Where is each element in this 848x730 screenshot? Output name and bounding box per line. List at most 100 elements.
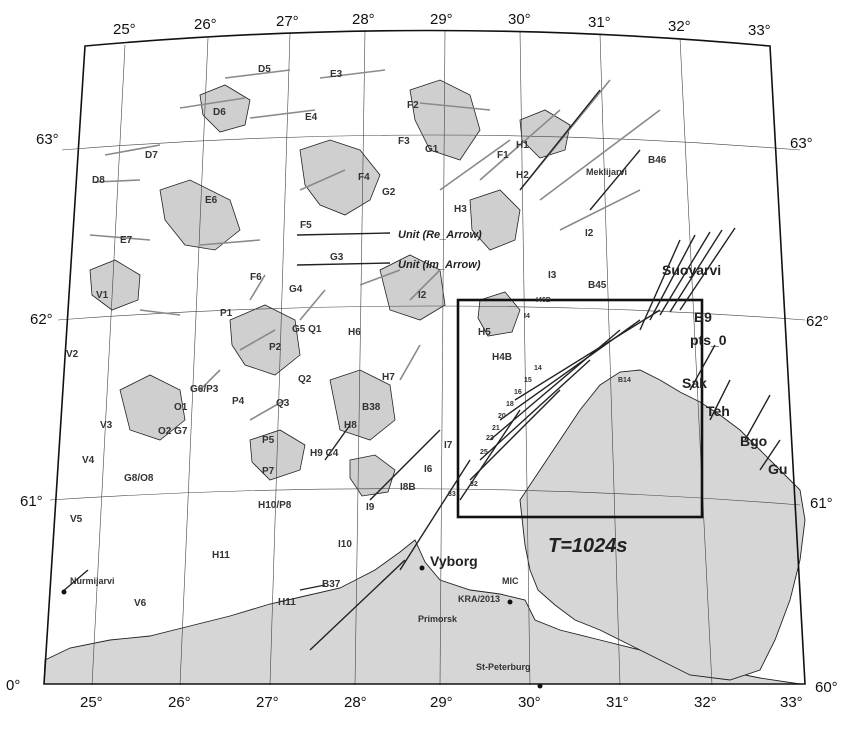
site-label: V1 bbox=[96, 290, 109, 301]
lake bbox=[199, 84, 251, 133]
site-label: I6 bbox=[424, 464, 433, 475]
site-label: G6/P3 bbox=[190, 384, 219, 395]
cities: Vyborg St-Peterburg Primorsk Nurmijarvi … bbox=[61, 167, 721, 689]
site-label: H4B bbox=[492, 352, 512, 363]
lake bbox=[159, 179, 241, 251]
lon-tick-top: 32° bbox=[668, 18, 691, 35]
site-label: F5 bbox=[300, 220, 312, 231]
lake bbox=[349, 454, 396, 497]
site-label: D6 bbox=[213, 107, 226, 118]
site-label: G5 Q1 bbox=[292, 324, 322, 335]
lake-ladoga bbox=[519, 369, 806, 681]
lon-tick-top: 33° bbox=[748, 22, 771, 39]
lon-tick-top: 31° bbox=[588, 14, 611, 31]
site-label: E6 bbox=[205, 195, 218, 206]
lat-tick-left: 61° bbox=[20, 493, 43, 510]
legend-im-label: Unit (Im_Arrow) bbox=[398, 259, 481, 271]
lon-tick-top: 25° bbox=[113, 21, 136, 38]
site-label: E4 bbox=[305, 112, 318, 123]
lake bbox=[519, 109, 571, 159]
site-label: 18 bbox=[506, 401, 514, 408]
city-primorsk: Primorsk bbox=[418, 614, 458, 624]
site-label: G1 bbox=[425, 144, 439, 155]
legend-re-label: Unit (Re_Arrow) bbox=[398, 229, 482, 241]
site-label: 23 bbox=[486, 435, 494, 442]
lon-ticks-top: 25° 26° 27° 28° 29° 30° 31° 32° 33° bbox=[113, 11, 771, 39]
city-kra: KRA/2013 bbox=[458, 594, 500, 604]
site-label: B37 bbox=[322, 579, 341, 590]
site-label: I10 bbox=[338, 539, 352, 550]
site-label: Sak bbox=[682, 375, 707, 391]
site-label: F3 bbox=[398, 136, 410, 147]
site-label: F2 bbox=[407, 100, 419, 111]
city-vyborg: Vyborg bbox=[430, 553, 478, 569]
site-label: 33 bbox=[448, 491, 456, 498]
site-label: H11 bbox=[278, 597, 296, 608]
period-label: T=1024s bbox=[548, 535, 628, 557]
site-label: B14 bbox=[618, 377, 631, 384]
city-mic: MIC bbox=[502, 576, 519, 586]
site-label: H11 bbox=[212, 550, 230, 561]
lat-tick-left: 63° bbox=[36, 131, 59, 148]
site-label: P7 bbox=[262, 466, 275, 477]
city-nurmijarvi: Nurmijarvi bbox=[70, 576, 115, 586]
lake bbox=[409, 79, 481, 161]
lat-tick-right: 62° bbox=[806, 313, 829, 330]
site-label: V3 bbox=[100, 420, 113, 431]
study-area-box bbox=[456, 298, 704, 519]
site-label: H5 bbox=[478, 327, 491, 338]
site-label: E7 bbox=[120, 235, 133, 246]
site-label: H3 bbox=[454, 204, 467, 215]
lon-tick-top: 28° bbox=[352, 11, 375, 28]
site-label: I3 bbox=[548, 270, 557, 281]
site-label: E3 bbox=[330, 69, 343, 80]
site-label: F6 bbox=[250, 272, 262, 283]
lon-tick-bottom: 26° bbox=[168, 694, 191, 711]
site-label: V4 bbox=[82, 455, 95, 466]
site-label: P2 bbox=[269, 342, 282, 353]
lon-tick-bottom: 33° bbox=[780, 694, 803, 711]
site-label: 21 bbox=[492, 425, 500, 432]
lon-tick-bottom: 32° bbox=[694, 694, 717, 711]
site-label: B9 bbox=[694, 309, 712, 325]
lon-tick-bottom: 29° bbox=[430, 694, 453, 711]
site-label: I2 bbox=[418, 290, 427, 301]
lat-ticks: 63° 62° 61° 0° 63° 62° 61° 60° bbox=[6, 131, 838, 696]
site-label: H2 bbox=[516, 170, 529, 181]
site-label: H9 C4 bbox=[310, 448, 339, 459]
site-label: I2 bbox=[585, 228, 594, 239]
site-label: 32 bbox=[470, 481, 478, 488]
lon-tick-top: 26° bbox=[194, 16, 217, 33]
lake bbox=[477, 291, 521, 337]
lon-tick-bottom: 25° bbox=[80, 694, 103, 711]
lon-ticks-bottom: 25° 26° 27° 28° 29° 30° 31° 32° 33° bbox=[80, 694, 803, 711]
lake bbox=[469, 189, 521, 251]
site-label: B38 bbox=[362, 402, 381, 413]
site-label: 16 bbox=[514, 389, 522, 396]
site-label: H7 bbox=[382, 372, 395, 383]
site-label: G3 bbox=[330, 252, 344, 263]
site-label: P1 bbox=[220, 308, 233, 319]
site-label: G2 bbox=[382, 187, 396, 198]
site-label: Teh bbox=[706, 403, 730, 419]
site-label: H6 bbox=[348, 327, 361, 338]
site-label: F1 bbox=[497, 150, 509, 161]
site-label: D5 bbox=[258, 64, 271, 75]
site-label: H1 bbox=[516, 140, 529, 151]
site-label: B45 bbox=[588, 280, 607, 291]
lake bbox=[249, 429, 306, 481]
lon-tick-top: 27° bbox=[276, 13, 299, 30]
site-label: pts_0 bbox=[690, 332, 727, 348]
site-label: 15 bbox=[524, 377, 532, 384]
city-suoyarvi: Suoyarvi bbox=[662, 262, 721, 278]
lakes-group bbox=[89, 79, 571, 497]
site-label: 20 bbox=[498, 413, 506, 420]
lat-tick-right: 61° bbox=[810, 495, 833, 512]
city-meklijarvi: Meklijarvi bbox=[586, 167, 627, 177]
lake bbox=[229, 304, 301, 376]
site-label: Q2 bbox=[298, 374, 312, 385]
site-label: I7 bbox=[444, 440, 453, 451]
site-label: 14 bbox=[534, 365, 542, 372]
